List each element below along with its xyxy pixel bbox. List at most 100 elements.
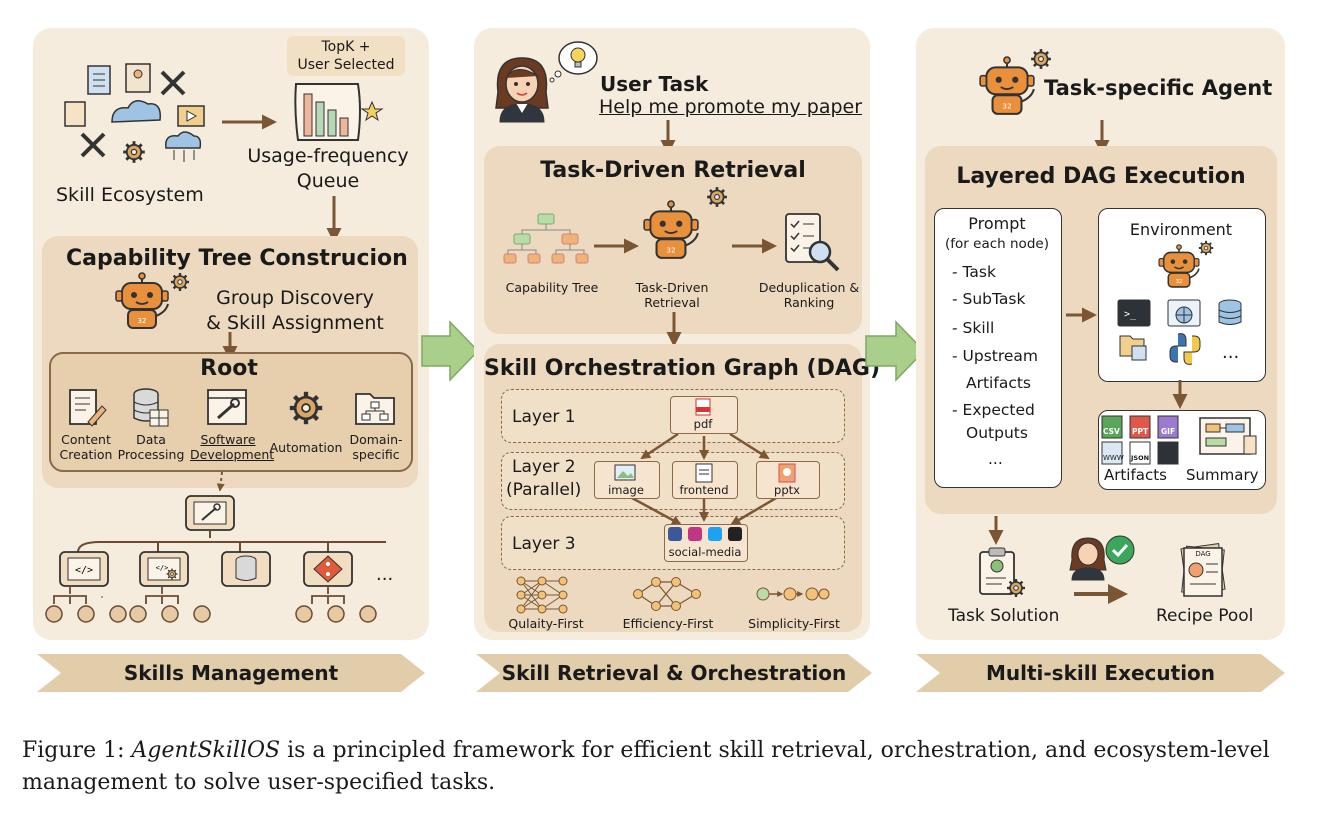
caption-prefix: Figure 1: [22, 738, 132, 763]
software-development-icon [207, 389, 247, 425]
artifact-file-icons [1101, 415, 1179, 465]
category-data-line1: Data [136, 432, 166, 447]
node-social-label: social-media [668, 545, 742, 559]
category-content-line2: Creation [59, 447, 113, 462]
prompt-title: Prompt [968, 214, 1026, 233]
node-pdf-label: pdf [693, 417, 713, 431]
root-title: Root [200, 356, 258, 381]
arrow-ecosystem-to-queue [222, 114, 277, 130]
env-ellipsis: ... [1222, 342, 1240, 363]
arrow-exec-to-solution [988, 516, 1004, 545]
execution-banner [916, 654, 1285, 692]
usage-queue-icon [294, 83, 384, 141]
dag-edges [631, 432, 777, 526]
execution-banner-label: Multi-skill Execution [985, 661, 1216, 685]
gear-icon [1198, 240, 1214, 256]
node-image-label: image [608, 483, 644, 497]
topk-label-line2: User Selected [297, 57, 395, 73]
simplicity-first-graph [756, 587, 830, 601]
group-discovery-line1: Group Discovery [216, 287, 374, 309]
environment-tool-icons: >_ [1117, 299, 1242, 365]
skill-ecosystem-label: Skill Ecosystem [56, 184, 204, 206]
prompt-item-subtask: - SubTask [952, 290, 1026, 308]
user-avatar-icon [495, 57, 549, 123]
prompt-item-artifacts: Artifacts [966, 374, 1031, 392]
retrieval-label-line1: Task-Driven [635, 280, 709, 295]
subtree-ellipsis: ... [376, 564, 394, 585]
capability-tree-icon [503, 213, 589, 264]
retrieval-banner [476, 654, 872, 692]
group-discovery-line2: & Skill Assignment [206, 312, 384, 334]
automation-icon [286, 388, 326, 428]
task-solution-label: Task Solution [948, 606, 1060, 626]
domain-specific-icon [355, 393, 395, 425]
prompt-sub: (for each node) [945, 236, 1049, 252]
prompt-item-ellipsis: ... [988, 450, 1003, 468]
dedup-label-line2: Ranking [783, 295, 835, 310]
content-creation-icon [69, 389, 107, 427]
robot-icon [115, 272, 169, 329]
caption-name: AgentSkillOS [131, 738, 281, 763]
category-domain-line2: specific [352, 447, 400, 462]
artifacts-label: Artifacts [1104, 466, 1167, 484]
dag-title: Skill Orchestration Graph (DAG) [484, 356, 881, 381]
arrow-retrieval-to-dag [666, 312, 682, 347]
recipe-dag-tag: DAG [1195, 550, 1211, 558]
file-tag-gif: GIF [1161, 427, 1176, 436]
node-frontend-label: frontend [679, 483, 729, 497]
topk-label-line1: TopK + [321, 39, 371, 55]
category-data-line2: Processing [117, 447, 185, 462]
task-solution-icon [979, 547, 1026, 598]
prompt-item-skill: - Skill [952, 319, 995, 337]
skill-ecosystem-icons [64, 63, 205, 164]
svg-text:</>: </> [75, 565, 93, 576]
prompt-box [934, 208, 1062, 488]
retrieval-label-line2: Retrieval [644, 295, 700, 310]
queue-label-line1: Usage-frequency [247, 145, 409, 167]
task-driven-retrieval-title: Task-Driven Retrieval [540, 158, 806, 183]
layer3-label: Layer 3 [512, 534, 576, 554]
layer1-label: Layer 1 [512, 407, 576, 427]
pptx-icon [778, 463, 796, 483]
prompt-item-upstream: - Upstream [952, 347, 1039, 365]
arrow-prompt-to-env [1066, 307, 1097, 323]
dedup-ranking-icon [785, 213, 840, 272]
svg-text:</>: </> [156, 564, 169, 572]
queue-label-line2: Queue [296, 170, 360, 192]
strategy-quality: Qulaity-First [508, 616, 584, 631]
category-content-line1: Content [61, 432, 111, 447]
gear-icon [1030, 48, 1052, 70]
social-icons [668, 527, 742, 541]
prompt-item-outputs: Outputs [966, 424, 1028, 442]
prompt-item-task: - Task [952, 263, 996, 281]
category-domain-line1: Domain- [349, 432, 403, 447]
category-software-line1: Software [200, 432, 256, 447]
env-title: Environment [1129, 220, 1233, 239]
pdf-icon [695, 398, 711, 416]
capability-tree-title: Capability Tree Construcion [66, 246, 408, 271]
arrow-queue-to-tree [326, 196, 342, 243]
file-tag-ppt: PPT [1132, 427, 1149, 436]
svg-text:>_: >_ [1124, 309, 1137, 320]
arrow-solution-to-recipe [1074, 584, 1128, 604]
skills-management-banner [37, 654, 425, 692]
image-icon [614, 464, 636, 481]
summary-label: Summary [1186, 466, 1259, 484]
quality-first-graph [516, 576, 568, 614]
exec-title: Layered DAG Execution [956, 164, 1246, 189]
dedup-label-line1: Deduplication & [758, 280, 860, 295]
green-arrow-2 [865, 320, 926, 382]
cap-tree-label: Capability Tree [505, 280, 599, 295]
lightbulb-icon [549, 41, 598, 83]
arrow-tree-to-robot [594, 238, 639, 254]
node-pptx-label: pptx [774, 483, 800, 497]
arrow-env-to-artifacts [1172, 380, 1188, 409]
skills-management-banner-label: Skills Management [123, 661, 339, 685]
data-processing-icon [133, 388, 169, 427]
strategy-simplicity: Simplicity-First [748, 616, 840, 631]
efficiency-first-graph [633, 577, 701, 611]
file-tag-json: JSON [1131, 454, 1150, 462]
gear-icon [170, 272, 190, 292]
recipe-pool-label: Recipe Pool [1156, 606, 1254, 626]
summary-board-icon [1199, 417, 1257, 455]
